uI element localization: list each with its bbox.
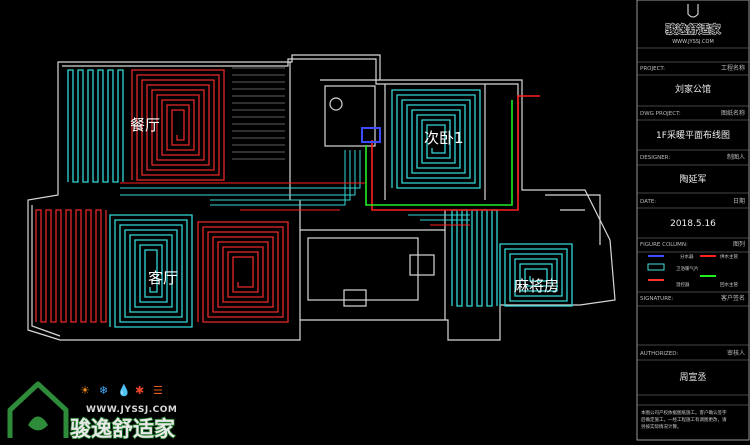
footer-note-line-2: 后确定施工，一经工程施工有调图更改，请 — [641, 416, 727, 423]
dwg-value: 1F采暖平面布线图 — [656, 129, 730, 141]
project-value: 刘家公馆 — [675, 83, 711, 95]
logo-mark — [687, 4, 699, 18]
coil-dining — [131, 69, 225, 181]
watermark-feature-icons: ☀ ❄ 💧 ✱ ☰ — [80, 384, 163, 397]
legend: 分水器 供水主管 卫浴暖气片 回水主管 温控器 — [647, 253, 738, 288]
watermark-name: 骏逸舒适家 — [70, 417, 176, 441]
legend-label-4: 温控器 — [676, 281, 690, 288]
supply-main — [371, 95, 540, 211]
dwg-key-cn: 图纸名称 — [721, 109, 745, 117]
coil-dining-west — [67, 69, 124, 183]
walls — [27, 54, 616, 341]
signature-key-cn: 客户签名 — [721, 294, 745, 302]
snowflake-icon: ❄ — [99, 384, 108, 397]
heating-coils — [35, 69, 573, 328]
coil-living-west — [35, 209, 107, 323]
authorized-key: AUTHORIZED: — [640, 351, 679, 357]
watermark-url: WWW.JYSSJ.COM — [86, 405, 177, 415]
brand-logo: 骏逸舒适家 WWW.JYSSJ.COM — [665, 4, 722, 45]
room-label-living: 客厅 — [148, 269, 178, 287]
feed-lines-red — [120, 182, 470, 226]
water-drop-icon: 💧 — [117, 384, 131, 397]
main-pipes — [120, 95, 540, 226]
legend-label-0: 分水器 — [680, 253, 694, 260]
footer-note-line-3: 另按实际情况计算。 — [641, 423, 682, 430]
date-key: DATE: — [640, 199, 656, 205]
project-key: PROJECT: — [640, 66, 665, 72]
room-label-dining: 餐厅 — [130, 116, 160, 134]
legend-label-3: 回水主管 — [720, 281, 738, 288]
brand-name: 骏逸舒适家 — [666, 22, 722, 36]
legend-label-1: 供水主管 — [720, 253, 738, 260]
coil-living-east — [197, 221, 289, 323]
room-label-mahjong: 麻将房 — [514, 277, 559, 295]
feed-lines — [120, 150, 470, 221]
legend-swatch-2 — [647, 263, 665, 271]
signature-key: SIGNATURE: — [640, 296, 674, 302]
manifold — [361, 127, 381, 143]
legend-label-2: 卫浴暖气片 — [676, 265, 699, 272]
authorized-value: 周宣丞 — [679, 371, 706, 383]
watermark: ☀ ❄ 💧 ✱ ☰ WWW.JYSSJ.COM 骏逸舒适家 — [7, 381, 177, 442]
figure-key-cn: 图列 — [733, 240, 745, 248]
authorized-key-cn: 审核人 — [727, 349, 745, 357]
footer-note: 本图公司产权依据图纸施工。客户确认签字 后确定施工，一经工程施工有调图更改，请 … — [641, 409, 727, 430]
stairs — [232, 67, 285, 160]
wifi-icon: ☰ — [153, 384, 163, 397]
figure-key: FIGURE COLUMN: — [640, 242, 688, 248]
coil-mahjong — [499, 243, 573, 307]
designer-value: 陶延军 — [679, 173, 706, 185]
date-key-cn: 日期 — [733, 197, 745, 205]
watermark-house-icon — [7, 381, 69, 438]
room-label-bedroom2: 次卧1 — [424, 129, 464, 147]
fan-icon: ✱ — [135, 384, 144, 397]
brand-url: WWW.JYSSJ.COM — [672, 39, 714, 45]
sun-icon: ☀ — [80, 384, 90, 397]
date-value: 2018.5.16 — [670, 219, 716, 229]
designer-key-cn: 制图人 — [727, 153, 745, 161]
coil-bedroom2 — [391, 89, 481, 189]
designer-key: DESIGNER: — [640, 155, 670, 161]
title-block: 骏逸舒适家 WWW.JYSSJ.COM PROJECT: 工程名称 刘家公馆 D… — [636, 0, 750, 441]
dwg-key: DWG PROJECT: — [640, 111, 681, 117]
footer-note-line-1: 本图公司产权依据图纸施工。客户确认签字 — [641, 409, 727, 416]
coil-living-center — [109, 214, 193, 328]
return-main — [365, 100, 513, 206]
project-key-cn: 工程名称 — [721, 64, 745, 72]
